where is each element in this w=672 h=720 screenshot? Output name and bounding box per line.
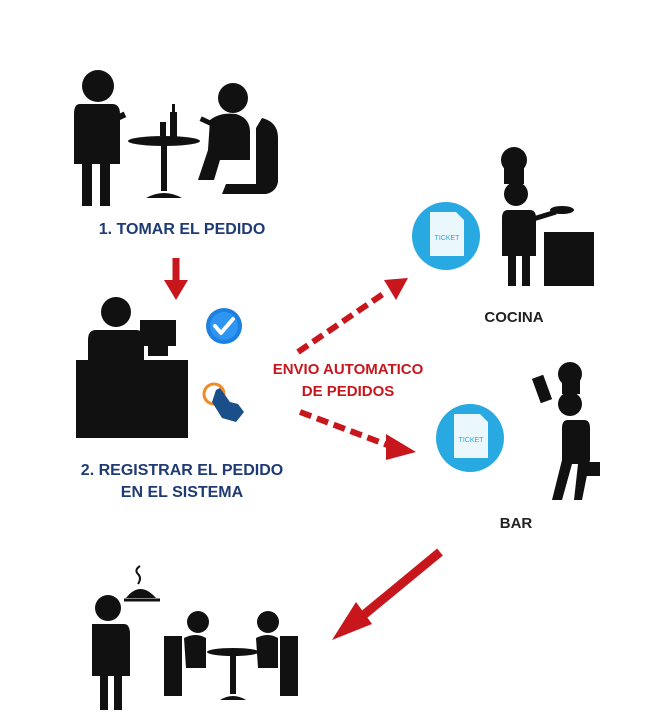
dashed-arrow-to-kitchen xyxy=(296,278,408,355)
auto-send-label-line2: DE PEDIDOS xyxy=(302,383,395,400)
dashed-arrow-to-bar xyxy=(298,409,416,460)
touch-hand-icon xyxy=(202,382,244,422)
step-2-label-line2: EN EL SISTEMA xyxy=(121,484,244,501)
bartender-icon xyxy=(531,362,600,500)
cashier-register-icon xyxy=(76,297,188,438)
bar-label: BAR xyxy=(500,515,533,532)
chef-cooking-icon xyxy=(501,147,594,286)
order-ticket-icon: TICKET xyxy=(412,202,480,270)
check-badge-icon xyxy=(206,308,242,344)
kitchen-label: COCINA xyxy=(484,309,543,326)
step-1-label: 1. TOMAR EL PEDIDO xyxy=(99,221,266,238)
auto-send-label-line1: ENVIO AUTOMATICO xyxy=(273,361,424,378)
bar-ticket-text: TICKET xyxy=(459,437,485,444)
step-2-label-line1: 2. REGISTRAR EL PEDIDO xyxy=(81,462,283,479)
waiter-taking-order-icon xyxy=(74,70,278,206)
kitchen-ticket-text: TICKET xyxy=(435,235,461,242)
order-ticket-icon: TICKET xyxy=(436,404,504,472)
serve-arrow xyxy=(332,548,443,640)
down-arrow-icon xyxy=(164,258,188,300)
waiter-serving-icon xyxy=(92,565,298,710)
